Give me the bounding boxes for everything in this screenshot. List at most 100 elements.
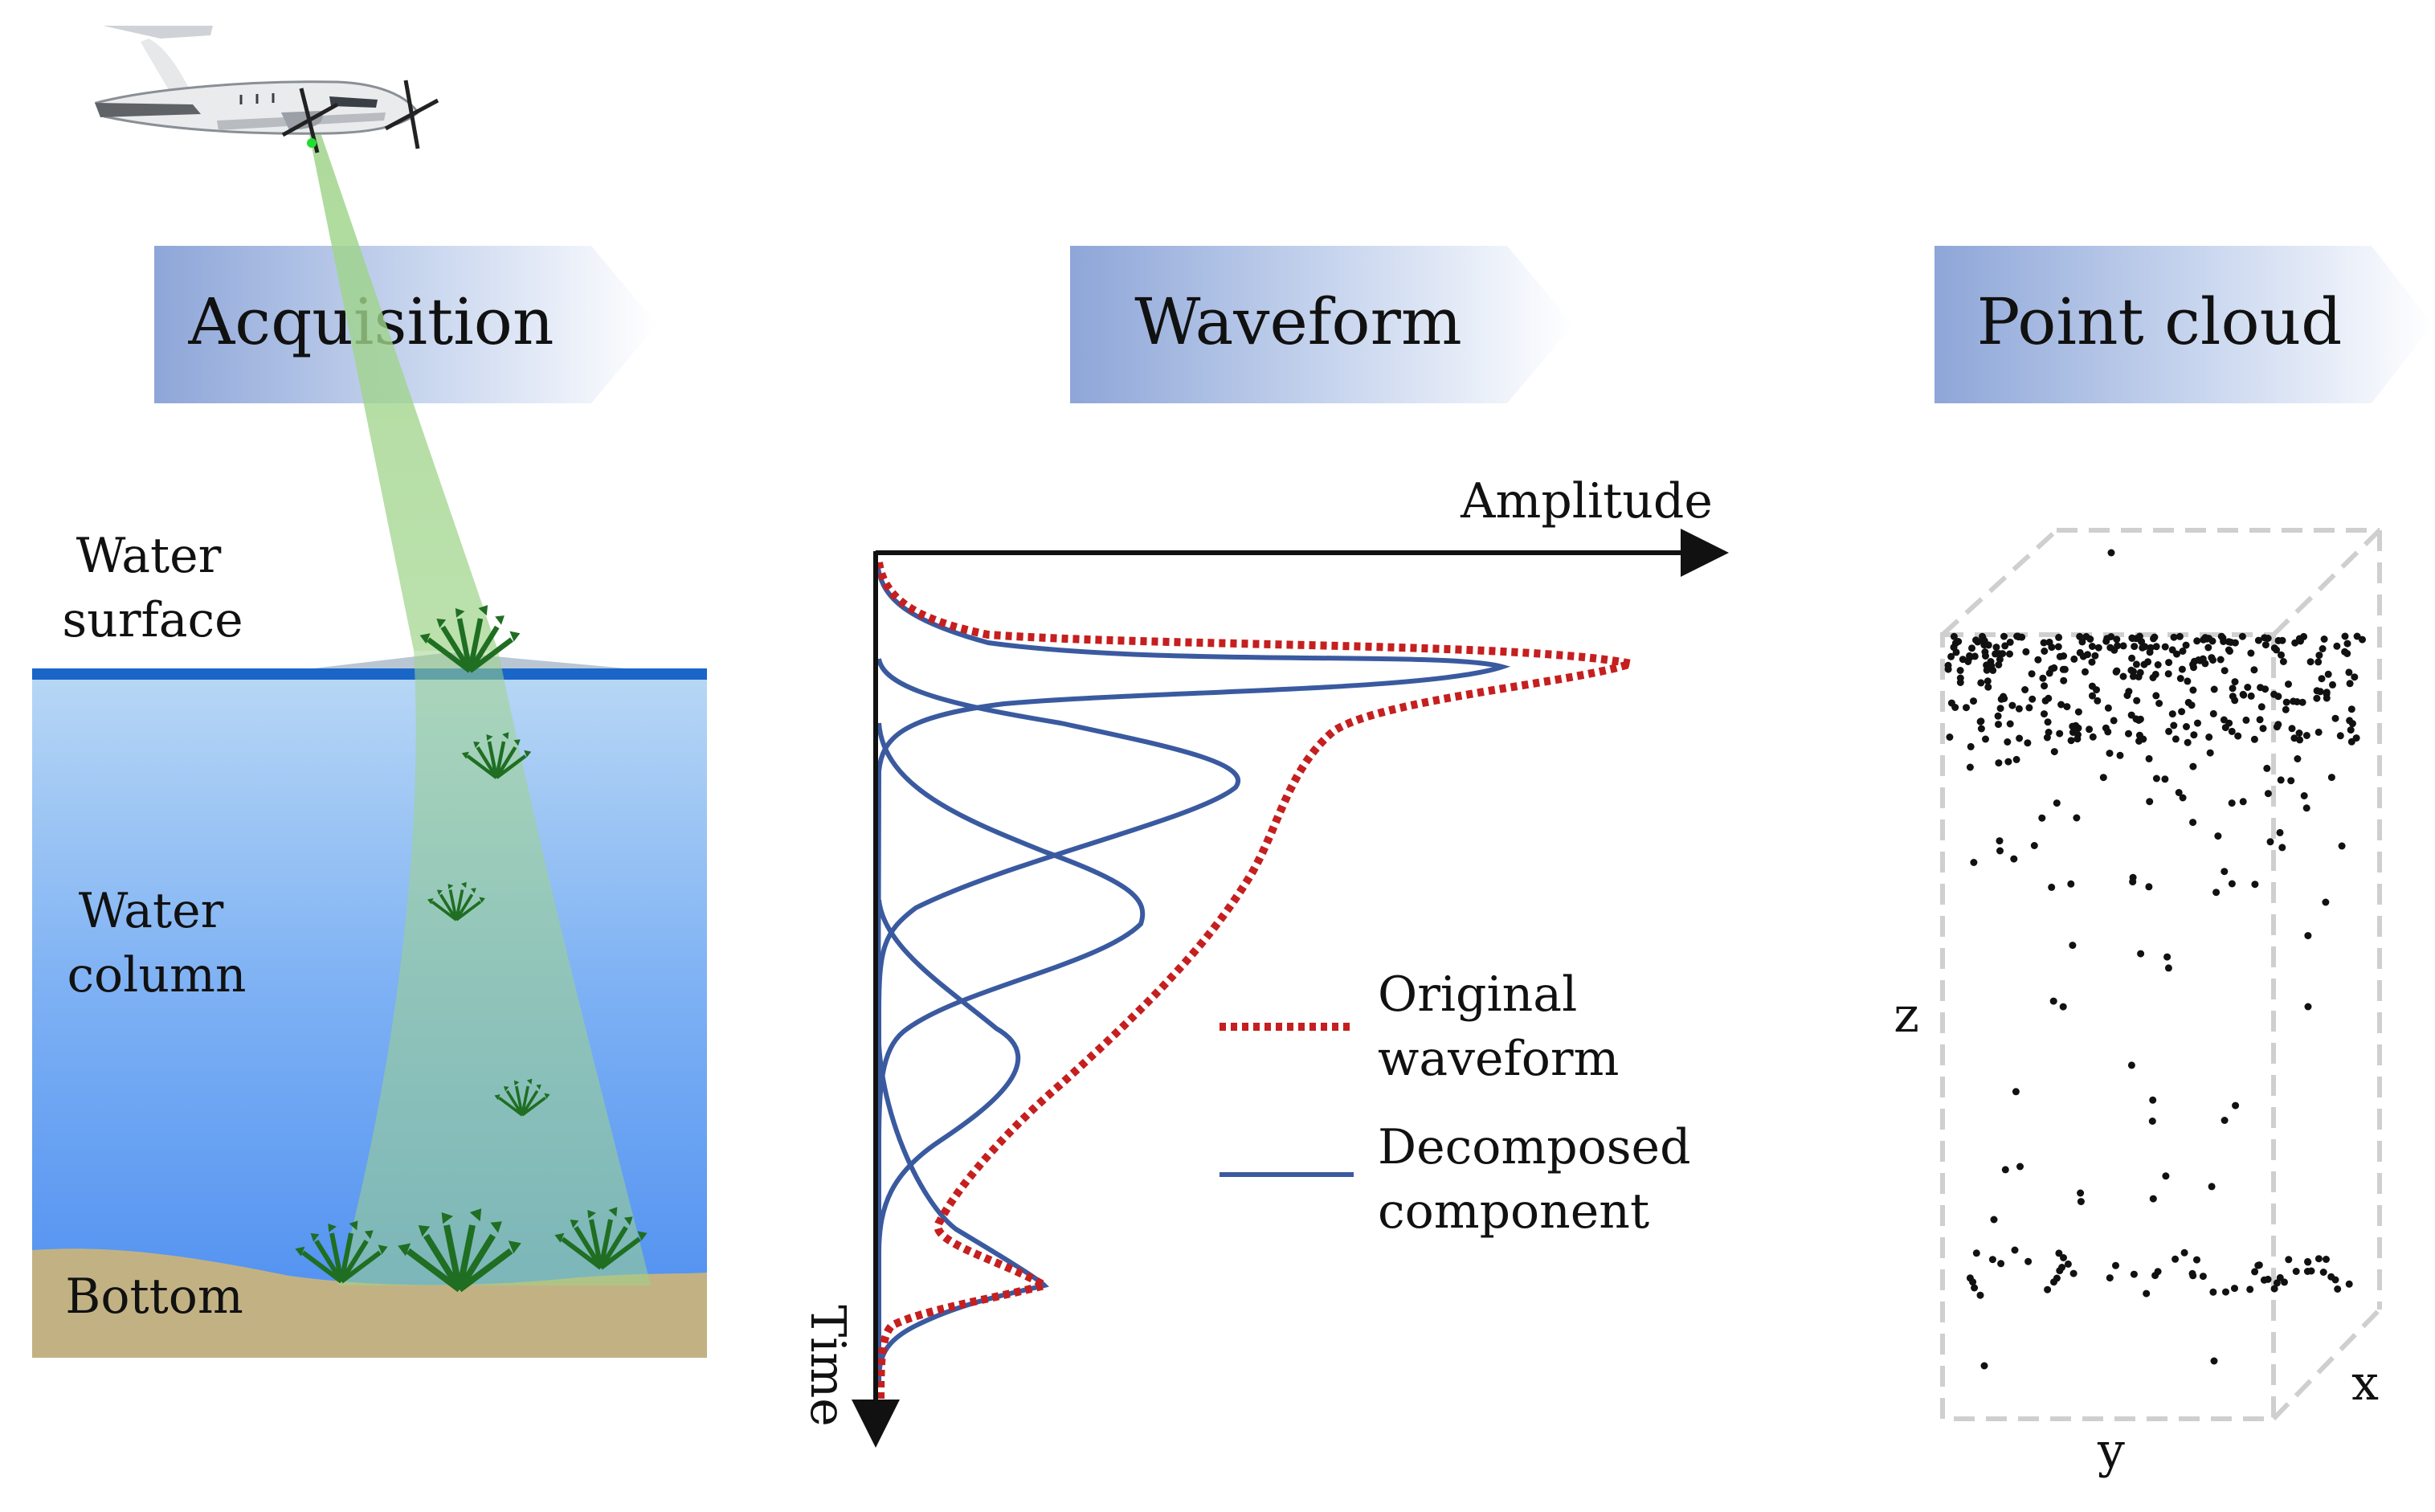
cloud-point [2176,632,2184,640]
cloud-point [1992,650,2000,658]
cloud-point [1966,763,1974,771]
cloud-point [1976,717,1984,725]
cloud-point [2112,1261,2119,1269]
cloud-point [2021,686,2029,693]
cloud-point [2170,633,2178,641]
cloud-point [2074,724,2082,732]
cloud-point [2152,692,2160,700]
cloud-point [1970,697,1977,705]
cloud-point [2151,1272,2159,1280]
cloud-point [2034,656,2042,664]
cloud-point [1966,652,1973,660]
cloud-point [2210,685,2218,693]
cloud-point [2270,1285,2278,1293]
cloud-point [2074,708,2082,716]
cloud-point [2247,649,2255,657]
cloud-point [2276,1273,2284,1281]
cloud-point [1972,636,1979,644]
cloud-point [2273,646,2281,654]
cloud-point [2314,658,2323,666]
laser-beam-water [337,651,651,1285]
cloud-point [2347,726,2355,734]
seabed [32,1248,707,1358]
cloud-point [1976,1291,1984,1299]
cloud-point [2091,652,2099,660]
cloud-point [2110,717,2118,725]
waveform-plot: Amplitude Time Original waveform Decompo… [799,473,1729,1448]
cloud-point [1982,652,1989,660]
cloud-point [2298,698,2306,706]
cloud-point [2351,673,2359,681]
cloud-point [2292,1268,2300,1275]
cloud-point [2190,664,2197,672]
cloud-point [2088,658,2096,666]
cloud-point [2048,883,2056,891]
cloud-point [2067,737,2075,745]
cloud-point [2008,701,2016,709]
cloud-point [2359,635,2366,644]
cloud-point [1951,704,1959,711]
cloud-point [2184,698,2192,706]
cloud-point [2287,777,2295,785]
cloud-point [2178,665,2186,673]
cloud-point [2323,694,2331,702]
cloud-point [1968,644,1975,652]
cloud-point [2345,668,2353,676]
cloud-point [2229,693,2237,701]
cloud-point [2171,1255,2180,1263]
cloud-point [1972,1249,1980,1257]
cloud-point [2104,704,2112,712]
cloud-point [2322,898,2330,906]
cloud-point [2131,643,2139,651]
cloud-point [2049,997,2057,1005]
aircraft-icon [94,26,439,153]
cloud-point [2209,656,2216,664]
cloud-point [2295,635,2303,643]
cloud-point [2288,725,2296,733]
decomposed-component-bottom [876,1044,1049,1383]
cloud-point [2136,668,2144,676]
cloud-point [2341,632,2349,640]
cloud-point [2214,832,2222,840]
cloud-point [2264,1275,2272,1283]
cloud-point [2082,668,2089,676]
cloud-point [2024,1257,2033,1265]
cloud-point [2251,881,2259,889]
banner-point-cloud: Point cloud [1935,246,2433,403]
cloud-point [2347,705,2355,713]
cloud-point [2300,792,2308,799]
cloud-point [2011,1246,2019,1254]
cloud-point [1996,837,2004,845]
cloud-point [2315,652,2323,660]
cloud-point [2039,674,2047,682]
cloud-point [1971,1284,1979,1292]
cloud-point [2338,842,2346,850]
cloud-point [2189,686,2197,694]
cloud-point [2004,738,2012,746]
cloud-point [2320,635,2328,643]
cloud-point [2069,942,2077,950]
cloud-point [2231,678,2239,686]
cloud-point [2176,675,2184,682]
cloud-point [2282,698,2290,706]
cloud-point [2001,642,2009,650]
cloud-point [2041,648,2049,655]
cloud-point [1977,725,1985,733]
cloud-point [2179,794,2187,802]
cloud-point [1956,674,1964,682]
cloud-point [2106,1274,2114,1282]
cloud-point [1946,734,1954,741]
cloud-point [2119,672,2127,680]
cloud-point [2024,739,2032,747]
cloud-point [2113,667,2121,675]
point-cloud-axis-z: z [1894,987,1919,1044]
cloud-point [2184,677,2192,685]
cloud-point [2302,732,2310,739]
cloud-point [2324,670,2332,678]
cloud-point [2053,799,2061,807]
cloud-point [2043,734,2051,742]
cloud-point [2038,814,2046,822]
cloud-point [2257,703,2265,711]
cloud-point [2028,695,2037,703]
cloud-point [2184,738,2192,746]
